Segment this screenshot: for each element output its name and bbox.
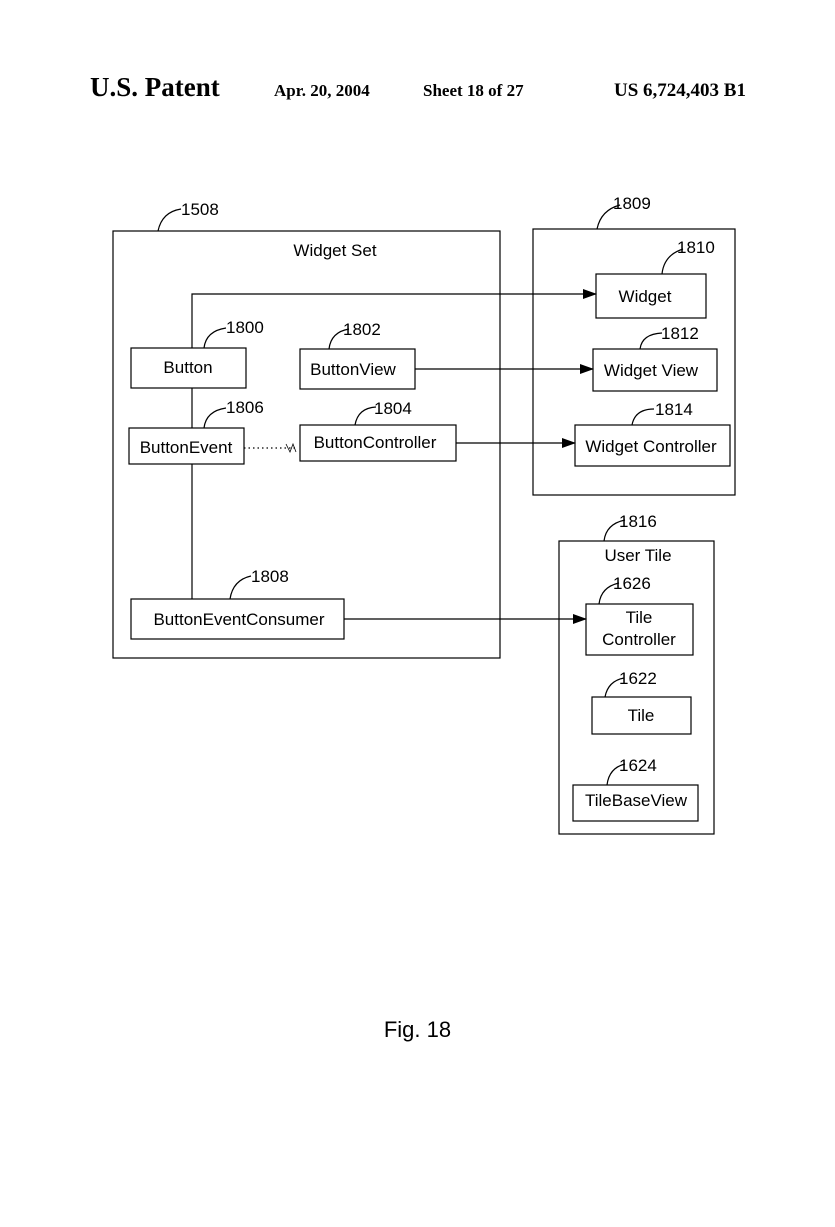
leader-1802 [328, 328, 350, 350]
widget-view-label: Widget View [604, 361, 699, 380]
leader-1808 [229, 575, 252, 600]
ref-1810: 1810 [677, 238, 715, 257]
leader-1806 [203, 407, 227, 429]
ref-1626: 1626 [613, 574, 651, 593]
tile-controller-box [585, 603, 694, 656]
button-view-label: ButtonView [310, 360, 396, 379]
button-to-widget-arrow [191, 289, 597, 348]
sheet-number: Sheet 18 of 27 [423, 81, 524, 100]
leader-1814 [631, 408, 655, 426]
user-tile-container [558, 540, 715, 835]
ref-1812: 1812 [661, 324, 699, 343]
leader-1624 [606, 763, 626, 786]
patent-date: Apr. 20, 2004 [274, 81, 370, 100]
figure-caption: Fig. 18 [383, 1017, 452, 1042]
button-box [130, 347, 247, 389]
ref-1800: 1800 [226, 318, 264, 337]
widget-set-container [112, 230, 501, 659]
leader-1816 [603, 519, 626, 542]
ref-1802: 1802 [343, 320, 381, 339]
button-event-box [128, 427, 245, 465]
leader-1804 [354, 406, 377, 426]
tile-label: Tile [628, 706, 655, 725]
button-event-consumer-label: ButtonEventConsumer [153, 610, 324, 629]
ref-1508: 1508 [181, 200, 219, 219]
leader-1810 [661, 248, 684, 275]
ref-1809: 1809 [613, 194, 651, 213]
button-controller-label: ButtonController [314, 433, 437, 452]
leader-1812 [639, 332, 663, 350]
tile-base-view-box [572, 784, 699, 822]
button-event-label: ButtonEvent [140, 438, 233, 457]
tile-controller-label-line1: Tile [626, 608, 653, 627]
tile-box [591, 696, 692, 735]
ref-1816: 1816 [619, 512, 657, 531]
widget-controller-label: Widget Controller [585, 437, 717, 456]
widget-label: Widget [619, 287, 672, 306]
button-label: Button [163, 358, 212, 377]
leader-1800 [203, 327, 227, 349]
tile-base-view-label: TileBaseView [585, 791, 688, 810]
widget-container [532, 228, 736, 496]
ref-1804: 1804 [374, 399, 412, 418]
user-tile-title: User Tile [604, 546, 671, 565]
patent-number: US 6,724,403 B1 [614, 80, 746, 101]
dotted-line-break-mark [285, 442, 297, 453]
ref-1806: 1806 [226, 398, 264, 417]
leader-1809 [596, 204, 621, 230]
tile-controller-label-line2: Controller [602, 630, 676, 649]
ref-1814: 1814 [655, 400, 693, 419]
ref-1808: 1808 [251, 567, 289, 586]
ref-1622: 1622 [619, 669, 657, 688]
leader-1508 [157, 208, 182, 232]
widget-set-title: Widget Set [293, 241, 376, 260]
leader-1626 [598, 582, 620, 605]
patent-title: U.S. Patent [90, 72, 220, 102]
leader-1622 [604, 677, 625, 698]
ref-1624: 1624 [619, 756, 657, 775]
